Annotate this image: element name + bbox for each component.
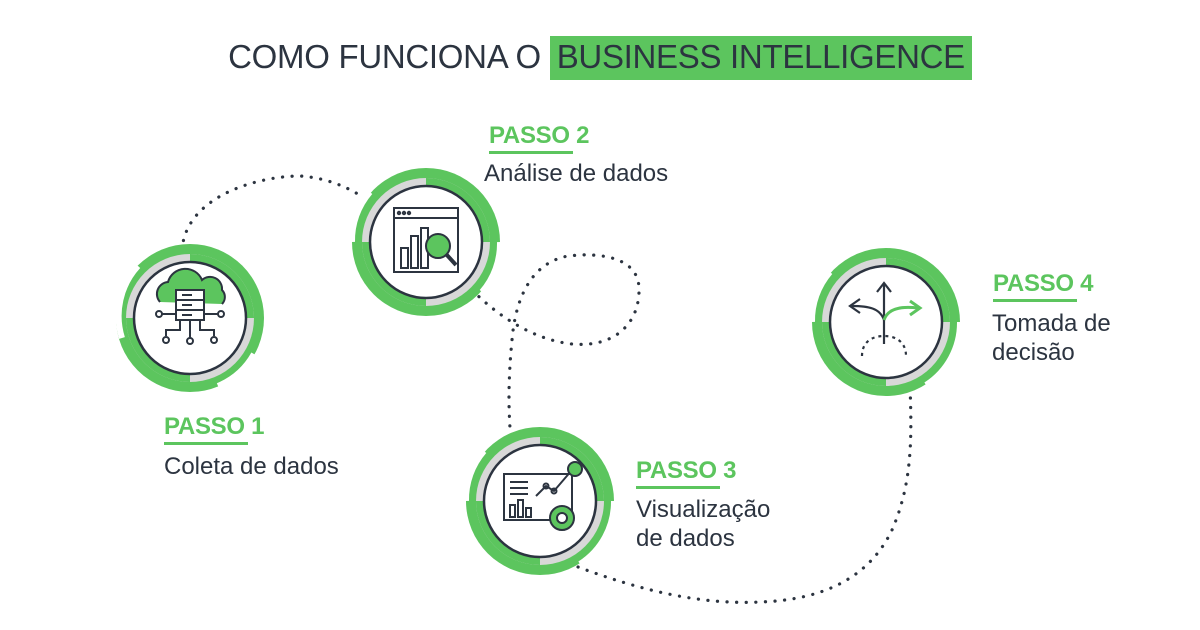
connector-1-2 [180,174,378,252]
step-4-description-line-2: decisão [992,339,1075,366]
step-2-label: PASSO 2 [489,122,589,154]
title-highlight: BUSINESS INTELLIGENCE [549,36,972,80]
step-4-label: PASSO 4 [993,270,1093,302]
cloud-server-icon [155,267,226,345]
step-4-description: Tomada de decisão [992,309,1111,367]
step-3-node [462,427,618,575]
step-3-description-line-2: de dados [636,525,735,552]
step-3-description-line-1: Visualização [636,496,771,523]
step-1-description: Coleta de dados [164,453,339,480]
step-2-description: Análise de dados [484,160,669,187]
step-3-label: PASSO 3 [636,457,736,489]
page-title: COMO FUNCIONA O BUSINESS INTELLIGENCE [0,36,1200,80]
decision-arrows-icon [848,281,923,357]
step-3-description: Visualização de dados [636,495,770,553]
step-1-node [115,244,264,392]
title-prefix: COMO FUNCIONA O [228,38,541,75]
step-4-description-line-1: Tomada de [992,310,1111,337]
step-1-label: PASSO 1 [164,413,264,445]
step-2-node [348,168,504,316]
dashboard-chart-icon [503,461,583,531]
connector-2-3 [470,253,641,450]
data-analysis-icon [393,207,459,273]
step-4-node [808,248,964,396]
